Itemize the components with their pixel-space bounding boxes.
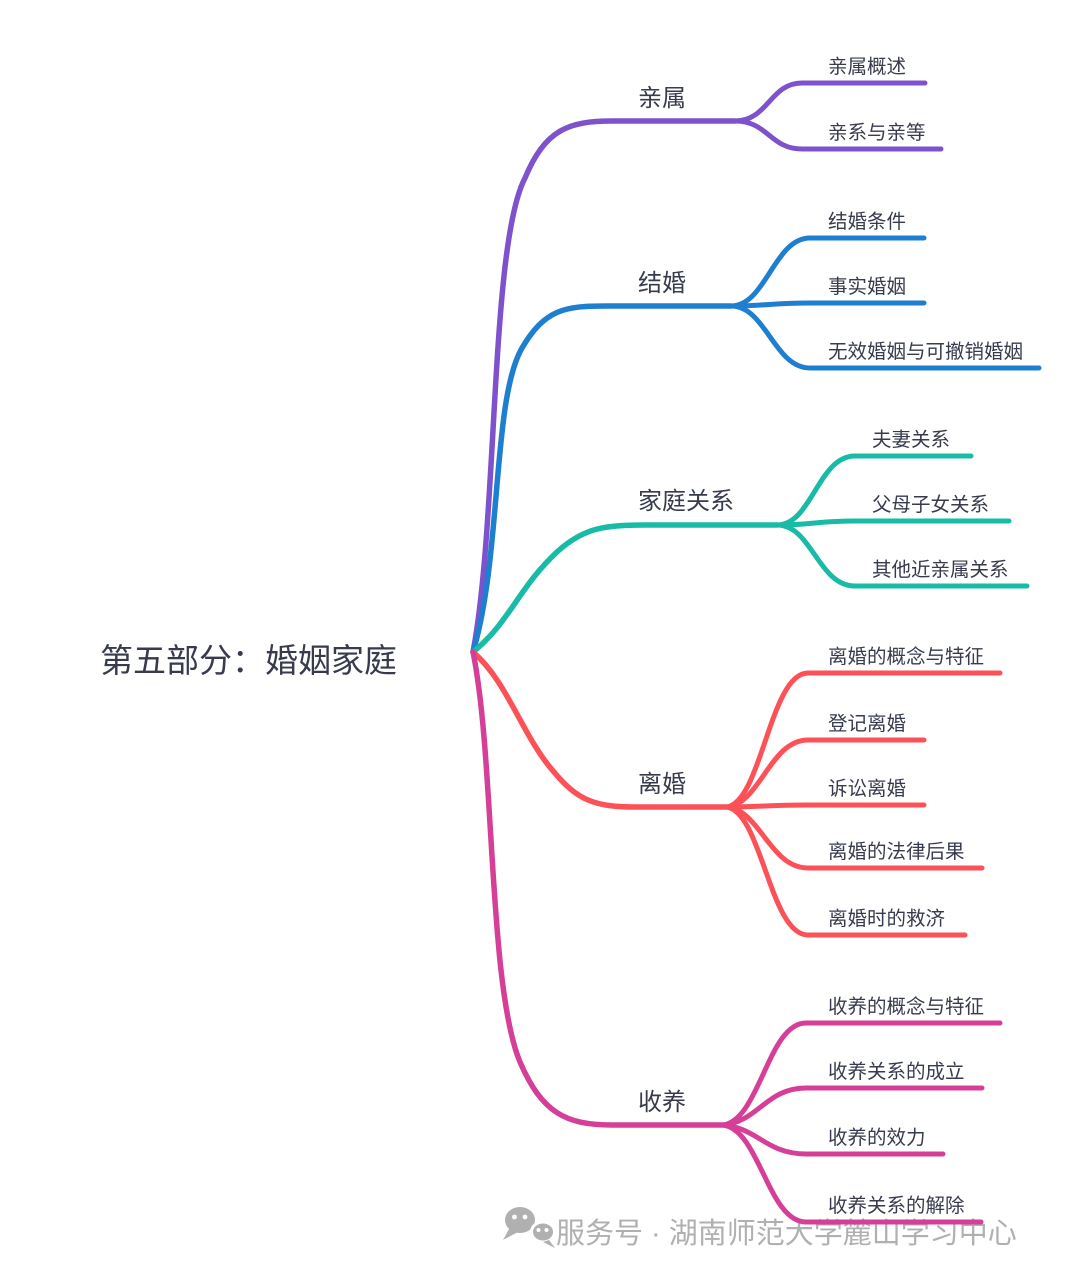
branch-label-jiehun[interactable]: 结婚: [638, 270, 686, 297]
child-label[interactable]: 亲属概述: [828, 56, 906, 78]
branch-jiating-guanxi: 家庭关系 夫妻关系 父母子女关系 其他近亲属关系: [470, 429, 1030, 655]
child-label[interactable]: 其他近亲属关系: [872, 559, 1009, 581]
wechat-icon: [503, 1207, 556, 1248]
child-label[interactable]: 父母子女关系: [872, 494, 989, 516]
child-label[interactable]: 离婚时的救济: [828, 908, 945, 930]
child-connector: [774, 522, 1030, 589]
child-label[interactable]: 收养关系的成立: [828, 1061, 965, 1083]
child-connector: [774, 453, 974, 528]
branch-connector: [470, 649, 726, 1128]
child-label[interactable]: 结婚条件: [828, 211, 906, 233]
branch-label-shouyang[interactable]: 收养: [638, 1089, 686, 1116]
child-connector: [720, 1020, 1003, 1128]
child-label[interactable]: 事实婚姻: [828, 276, 906, 298]
child-connector: [724, 804, 968, 938]
branch-connector: [470, 522, 780, 655]
child-connector: [724, 670, 1003, 810]
child-label[interactable]: 收养关系的解除: [828, 1195, 965, 1217]
branch-connector: [470, 303, 734, 655]
branch-label-qinshu[interactable]: 亲属: [638, 85, 686, 112]
child-connector: [720, 1085, 985, 1128]
root-label[interactable]: 第五部分：婚姻家庭: [100, 642, 397, 679]
child-label[interactable]: 收养的效力: [828, 1127, 926, 1149]
child-connector: [774, 518, 1012, 528]
child-label[interactable]: 离婚的法律后果: [828, 841, 965, 863]
child-connector: [720, 1122, 984, 1225]
branch-shouyang: 收养 收养的概念与特征 收养关系的成立 收养的效力 收养关系的解除: [470, 649, 1003, 1225]
child-label[interactable]: 收养的概念与特征: [828, 995, 984, 1018]
child-label[interactable]: 夫妻关系: [872, 429, 950, 451]
child-label[interactable]: 登记离婚: [828, 713, 906, 735]
child-connector: [728, 300, 927, 309]
branch-connector: [470, 649, 730, 810]
branch-connector: [470, 118, 738, 655]
branch-label-jiating-guanxi[interactable]: 家庭关系: [638, 488, 734, 515]
child-label[interactable]: 无效婚姻与可撤销婚姻: [828, 341, 1023, 363]
branch-jiehun: 结婚 结婚条件 事实婚姻 无效婚姻与可撤销婚姻: [470, 211, 1042, 655]
child-connector: [728, 235, 927, 309]
child-connector: [728, 303, 1042, 371]
child-connector: [724, 737, 927, 810]
branch-label-lihun[interactable]: 离婚: [638, 771, 686, 798]
child-label[interactable]: 离婚的概念与特征: [828, 645, 984, 668]
child-connector: [732, 118, 944, 152]
child-connector: [732, 80, 928, 124]
branch-lihun: 离婚 离婚的概念与特征 登记离婚 诉讼离婚 离婚的法律后果 离婚时的救济: [470, 645, 1003, 938]
child-label[interactable]: 诉讼离婚: [828, 778, 906, 800]
branch-qinshu: 亲属 亲属概述 亲系与亲等: [470, 56, 944, 655]
child-label[interactable]: 亲系与亲等: [828, 122, 926, 144]
child-connector: [724, 802, 927, 810]
